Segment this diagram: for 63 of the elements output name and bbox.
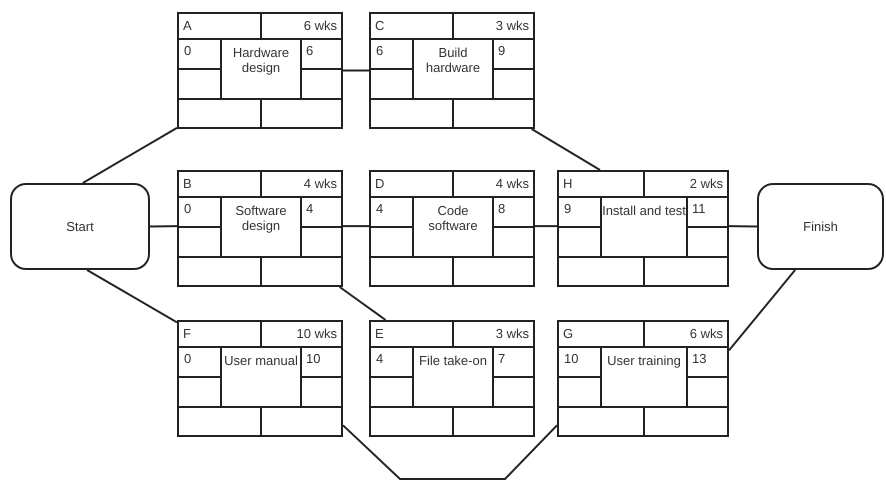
task-name: File take-on (418, 353, 488, 368)
connector-line (82, 126, 178, 184)
early-finish: 9 (498, 43, 506, 58)
early-start: 6 (376, 43, 384, 58)
early-start: 10 (564, 351, 578, 366)
connector-line (343, 70, 369, 72)
activity-box (369, 170, 535, 287)
task-name: Install and test (602, 203, 686, 218)
duration-label: 3 wks (496, 18, 529, 33)
connector-line (343, 225, 369, 228)
early-finish: 13 (692, 351, 706, 366)
task-name: Hardware design (232, 45, 290, 75)
activity-box (369, 320, 535, 437)
task-name: Software design (234, 203, 288, 233)
early-start: 0 (184, 351, 192, 366)
duration-label: 6 wks (304, 18, 337, 33)
early-start: 4 (376, 351, 384, 366)
duration-label: 4 wks (496, 176, 529, 191)
activity-letter: G (563, 326, 574, 341)
early-start: 4 (376, 201, 384, 216)
activity-letter: A (183, 18, 192, 33)
connector-line (86, 269, 178, 324)
early-start: 0 (184, 43, 192, 58)
terminal-box (757, 183, 884, 270)
duration-label: 4 wks (304, 176, 337, 191)
duration-label: 3 wks (496, 326, 529, 341)
activity-letter: F (183, 326, 191, 341)
activity-letter: B (183, 176, 192, 191)
early-finish: 10 (306, 351, 320, 366)
task-name: Build hardware (424, 45, 482, 75)
early-start: 9 (564, 201, 572, 216)
task-name: User manual (223, 353, 299, 368)
early-finish: 6 (306, 43, 314, 58)
connector-line (339, 286, 386, 321)
activity-box (177, 12, 343, 129)
activity-box (177, 170, 343, 287)
activity-box (369, 12, 535, 129)
activity-letter: H (563, 176, 572, 191)
connector-line (531, 128, 601, 171)
activity-letter: D (375, 176, 384, 191)
activity-box (557, 170, 729, 287)
connector-line (535, 225, 557, 228)
terminal-label: Finish (803, 219, 838, 234)
activity-letter: C (375, 18, 384, 33)
terminal-box (10, 183, 150, 270)
activity-box (177, 320, 343, 437)
activity-box (557, 320, 729, 437)
early-finish: 4 (306, 201, 314, 216)
connector-line (728, 269, 796, 352)
duration-label: 10 wks (296, 326, 337, 341)
early-finish: 7 (498, 351, 506, 366)
terminal-label: Start (66, 219, 94, 234)
task-name: Code software (427, 203, 479, 233)
duration-label: 6 wks (690, 326, 723, 341)
task-name: User training (606, 353, 682, 368)
connector-line (728, 225, 758, 228)
duration-label: 2 wks (690, 176, 723, 191)
early-finish: 8 (498, 201, 506, 216)
early-start: 0 (184, 201, 192, 216)
connector-line (342, 424, 558, 480)
early-finish: 11 (692, 201, 706, 216)
activity-letter: E (375, 326, 384, 341)
connector-line (150, 225, 178, 228)
